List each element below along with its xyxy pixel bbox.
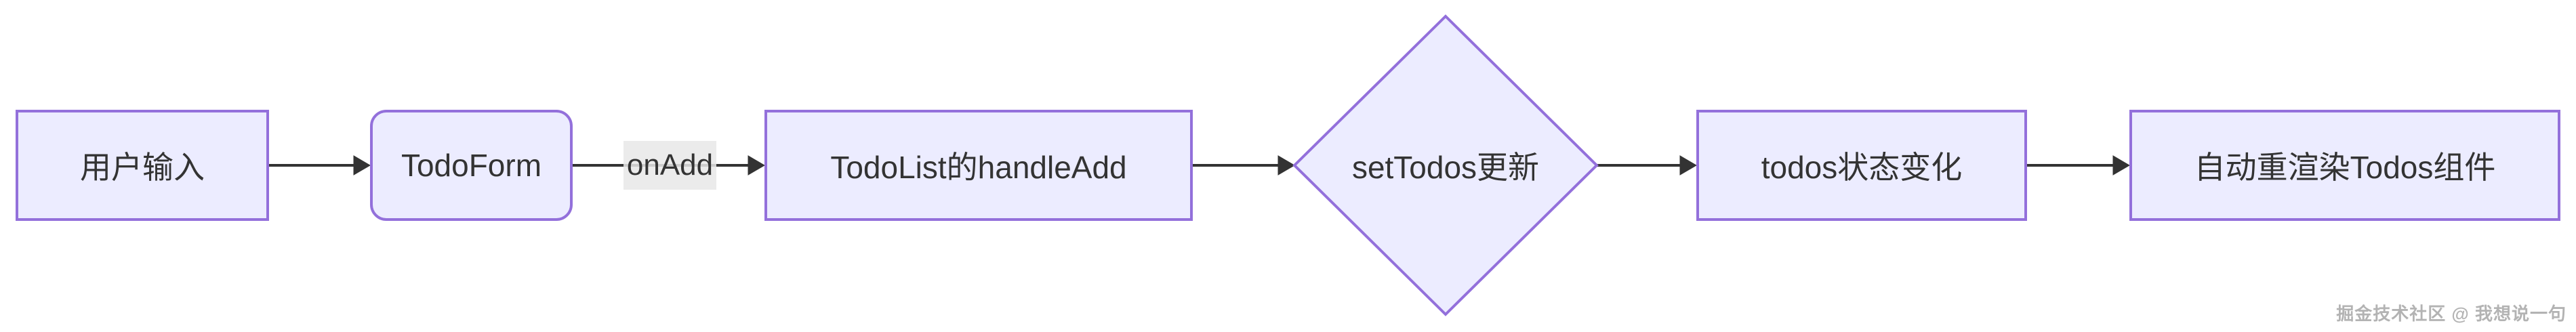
arrowhead-icon (2112, 155, 2130, 175)
node-label: setTodos更新 (1351, 150, 1540, 185)
node-todolist-handleadd: TodoList的handleAdd (764, 110, 1193, 221)
node-label: 自动重渲染Todos组件 (2194, 150, 2496, 185)
edge-handleadd-settodos (1193, 155, 1295, 175)
watermark-text: 掘金技术社区 @ 我想说一句 (2336, 304, 2567, 324)
node-label: todos状态变化 (1761, 150, 1963, 185)
edge-todosstate-rerender (2027, 155, 2130, 175)
edge-userinput-todoform (269, 155, 371, 175)
node-todoform: TodoForm (370, 110, 573, 221)
node-settodos-diamond (1292, 14, 1599, 316)
node-label: TodoList的handleAdd (830, 150, 1127, 185)
node-rerender-todos: 自动重渲染Todos组件 (2129, 110, 2560, 221)
edge-settodos-todosstate (1597, 155, 1697, 175)
edge-label-onadd: onAdd (623, 141, 716, 190)
arrowhead-icon (1679, 155, 1697, 175)
arrowhead-icon (748, 155, 765, 175)
node-settodos-label: setTodos更新 (1310, 142, 1581, 188)
arrowhead-icon (1277, 155, 1295, 175)
node-label: 用户输入 (80, 150, 205, 185)
arrowhead-icon (353, 155, 371, 175)
node-todos-state-change: todos状态变化 (1696, 110, 2027, 221)
node-label: TodoForm (401, 148, 542, 183)
node-user-input: 用户输入 (16, 110, 269, 221)
